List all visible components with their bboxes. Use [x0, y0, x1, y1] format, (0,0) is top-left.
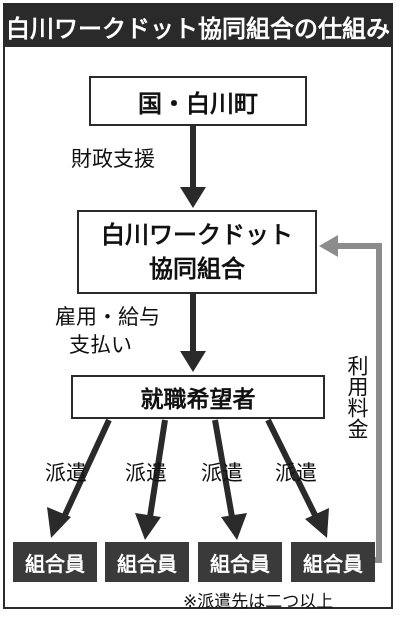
node-job-seekers: 就職希望者 [71, 375, 325, 419]
arrowhead-dispatch-1 [47, 507, 71, 538]
diagram-frame: 白川ワークドット協同組合の仕組み 国・白川町 財政支援 白川ワークドット 協同組… [3, 3, 393, 612]
label-dispatch-3: 派遣 [201, 461, 243, 485]
label-dispatch-4: 派遣 [275, 461, 317, 485]
node-cooperative-line1: 白川ワークドット [101, 221, 293, 249]
node-member-2: 組合員 [105, 542, 189, 582]
arrow-dispatch-3 [212, 419, 235, 518]
connector-layer [47, 122, 382, 563]
arrowhead-dispatch-3 [221, 513, 247, 540]
label-dispatch-1: 派遣 [45, 461, 87, 485]
footnote: ※派遣先は二つ以上 [183, 592, 334, 612]
label-employment-line1: 雇用・給与 [55, 305, 160, 329]
node-government: 国・白川町 [89, 76, 307, 126]
label-usage-fee: 利用料金 [344, 351, 370, 443]
arrowhead-coop-to-job [180, 351, 206, 372]
arrow-dispatch-4 [265, 418, 318, 517]
arrow-dispatch-1 [62, 418, 112, 517]
arrowhead-dispatch-4 [305, 508, 329, 538]
arrowhead-gov-to-coop [180, 187, 206, 208]
node-cooperative-line2: 協同組合 [149, 255, 245, 283]
label-employment: 雇用・給与 支払い [55, 303, 160, 359]
arrow-usage-fee [335, 243, 382, 563]
node-cooperative: 白川ワークドット 協同組合 [77, 210, 317, 294]
label-financial-support: 財政支援 [71, 147, 155, 171]
node-member-1: 組合員 [13, 542, 97, 582]
arrowhead-dispatch-2 [135, 513, 161, 540]
arrow-dispatch-2 [147, 419, 168, 518]
arrowhead-usage-fee [319, 235, 338, 257]
label-dispatch-2: 派遣 [125, 461, 167, 485]
diagram-title: 白川ワークドット協同組合の仕組み [5, 5, 391, 47]
label-employment-line2: 支払い [69, 333, 132, 357]
node-member-3: 組合員 [198, 542, 282, 582]
node-member-4: 組合員 [291, 542, 375, 582]
